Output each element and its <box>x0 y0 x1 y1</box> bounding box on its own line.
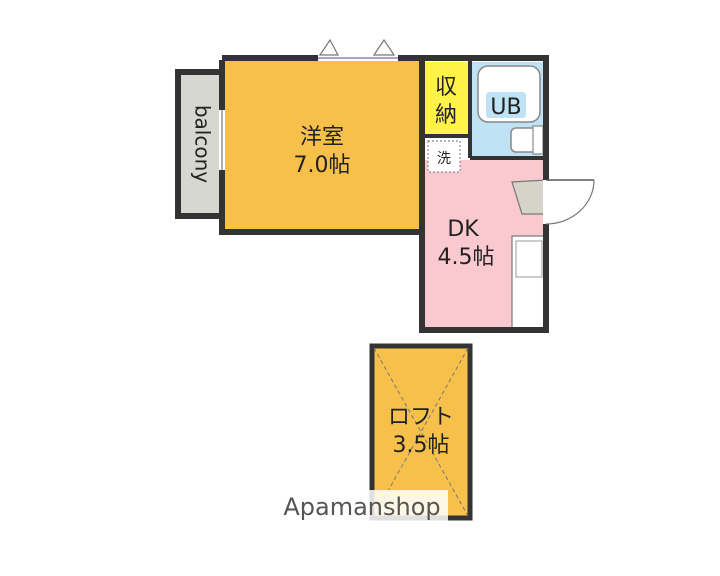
western-room-name: 洋室 <box>300 125 344 150</box>
sink-icon <box>515 240 543 278</box>
window-icon <box>318 38 396 56</box>
storage-closet: 収 納 <box>425 62 468 134</box>
unit-bath: UB <box>472 62 546 157</box>
dk-room: 洗 DK 4.5帖 <box>424 140 547 330</box>
western-room-size: 7.0帖 <box>294 153 351 178</box>
loft: ロフト 3.5帖 <box>369 343 473 521</box>
dk-name: DK <box>447 217 479 242</box>
storage-label-line1: 収 <box>435 75 457 100</box>
watermark: Apamanshop <box>276 490 448 524</box>
dk-size: 4.5帖 <box>438 245 495 270</box>
balcony-label: balcony <box>191 105 215 183</box>
loft-size: 3.5帖 <box>393 433 450 458</box>
unit-bath-label: UB <box>490 95 521 120</box>
loft-name: ロフト <box>388 405 454 430</box>
entrance-door-icon <box>543 179 595 225</box>
walls <box>219 55 549 333</box>
western-room: 洋室 7.0帖 <box>225 60 420 232</box>
washer-space <box>427 140 461 173</box>
watermark-text: Apamanshop <box>283 493 440 521</box>
storage-label-line2: 納 <box>435 103 457 128</box>
washer-label: 洗 <box>437 151 451 167</box>
balcony: balcony <box>175 69 226 219</box>
